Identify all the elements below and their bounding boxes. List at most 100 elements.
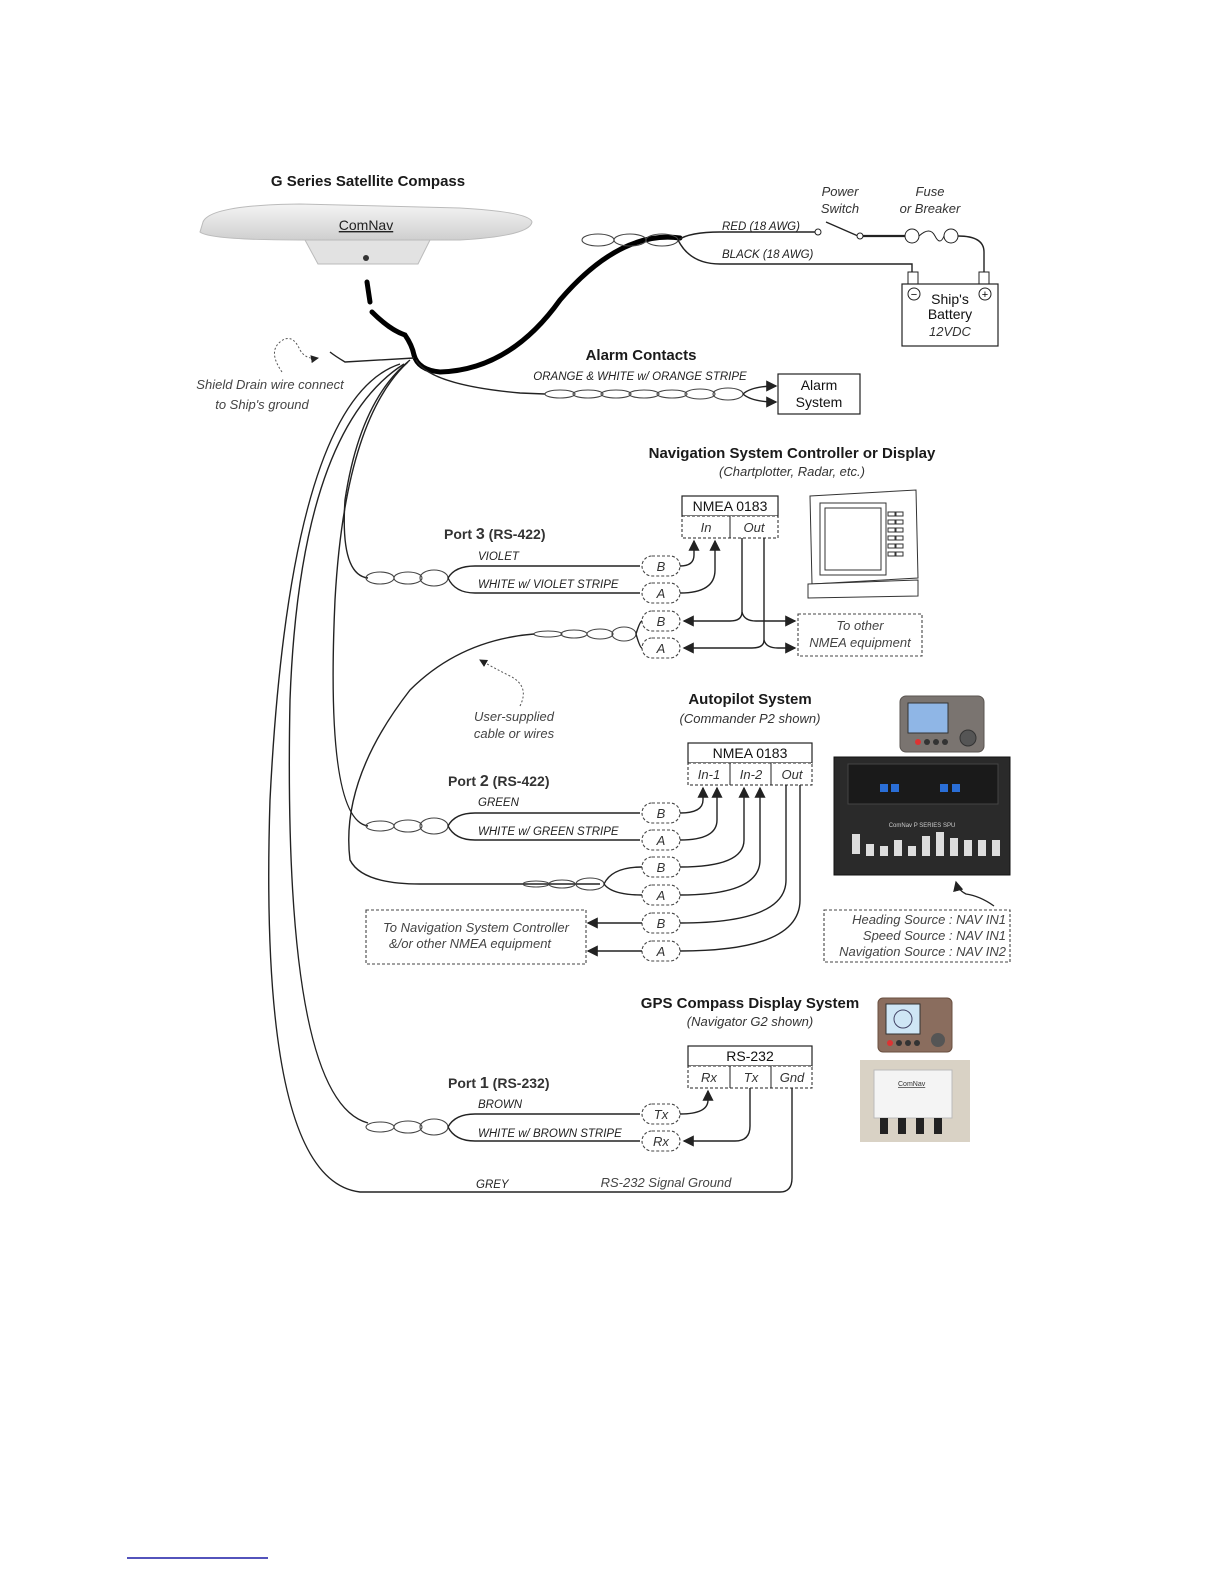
compass-dome <box>199 203 533 241</box>
junction-box-image: ComNav <box>860 1060 970 1142</box>
svg-text:ComNav P SERIES SPU: ComNav P SERIES SPU <box>889 823 956 829</box>
port1-label: Port 1 (RS-232) <box>448 1075 549 1092</box>
autopilot-section: Autopilot System (Commander P2 shown) NM… <box>680 691 1011 963</box>
power-switch-label-2: Switch <box>821 201 859 216</box>
port2-pin-a: A <box>656 833 666 848</box>
shield-drain-wire <box>329 351 415 363</box>
speed-source: Speed Source : NAV IN1 <box>863 928 1006 943</box>
nav-nmea-label: NMEA 0183 <box>693 498 768 514</box>
port2-label: Port 2 (RS-422) <box>448 773 549 790</box>
to-other-line-1: To other <box>836 618 884 633</box>
user-supplied-line-1: User-supplied <box>474 709 555 724</box>
fanout-wires <box>268 359 793 1193</box>
user-supplied-note: User-supplied cable or wires <box>474 659 555 741</box>
to-other-nmea-box <box>797 613 923 657</box>
to-nav-line-1: To Navigation System Controller <box>383 920 570 935</box>
port3-wire-2: WHITE w/ VIOLET STRIPE <box>478 579 619 591</box>
autopilot-subtitle: (Commander P2 shown) <box>680 711 821 726</box>
grey-wire-label: GREY <box>476 1179 510 1191</box>
gps-display-section: GPS Compass Display System (Navigator G2… <box>641 995 970 1142</box>
battery-label-1: Ship's <box>931 291 969 307</box>
out-pin-b: B <box>657 916 666 931</box>
negative-terminal-icon <box>907 287 921 301</box>
compass-connector <box>363 255 369 261</box>
rs232-tx-label: Tx <box>744 1070 759 1085</box>
rs232-label: RS-232 <box>726 1048 774 1064</box>
port1-pin-tx: Tx <box>654 1107 669 1122</box>
shield-note-line-1: Shield Drain wire connect <box>196 377 345 392</box>
autopilot-spu-image: ComNav P SERIES SPU <box>833 756 1011 876</box>
shield-note-line-2: to Ship's ground <box>215 397 309 412</box>
port-1: Port 1 (RS-232) BROWN WHITE w/ BROWN STR… <box>365 1075 751 1191</box>
battery-label-3: 12VDC <box>929 324 972 339</box>
alarm-box-line-2: System <box>796 394 843 410</box>
port1-pin-rx: Rx <box>653 1134 669 1149</box>
alarm-wire-label: ORANGE & WHITE w/ ORANGE STRIPE <box>533 371 747 383</box>
autopilot-out-label: Out <box>782 767 804 782</box>
gps-display-title: GPS Compass Display System <box>641 995 859 1012</box>
nav-title: Navigation System Controller or Display <box>649 445 936 462</box>
nav-sources-box <box>823 909 1011 963</box>
navigation-source: Navigation Source : NAV IN2 <box>839 944 1007 959</box>
in2-pin-b: B <box>657 860 666 875</box>
nav-out-label: Out <box>744 520 766 535</box>
red-wire-label: RED (18 AWG) <box>722 221 800 233</box>
fuse-label-2: or Breaker <box>900 201 961 216</box>
compass-base <box>304 239 431 265</box>
svg-text:−: − <box>911 289 917 301</box>
port1-wire-1: BROWN <box>478 1099 523 1111</box>
port3-pin-a: A <box>656 586 666 601</box>
nav-in-label: In <box>701 520 712 535</box>
black-wire-label: BLACK (18 AWG) <box>722 249 814 261</box>
to-nav-controller-box <box>365 909 587 965</box>
user-supplied-cable <box>348 633 600 885</box>
gps-display-subtitle: (Navigator G2 shown) <box>687 1014 813 1029</box>
autopilot-nmea-label: NMEA 0183 <box>713 745 788 761</box>
positive-terminal-icon <box>978 287 992 301</box>
port3-label: Port 3 (RS-422) <box>444 526 545 543</box>
to-nav-line-2: &/or other NMEA equipment <box>389 936 552 951</box>
nav-system-section: Navigation System Controller or Display … <box>649 445 936 657</box>
to-other-line-2: NMEA equipment <box>809 635 912 650</box>
power-twisted-pair: RED (18 AWG) BLACK (18 AWG) Power Switch… <box>581 184 990 285</box>
rs232-gnd-label: Gnd <box>780 1070 805 1085</box>
alarm-title: Alarm Contacts <box>586 347 697 364</box>
rs232-rx-label: Rx <box>701 1070 717 1085</box>
heading-source: Heading Source : NAV IN1 <box>852 912 1006 927</box>
port3-wire-1: VIOLET <box>478 551 520 563</box>
port2-pin-b: B <box>657 806 666 821</box>
shield-drain-note: Shield Drain wire connect to Ship's grou… <box>196 337 345 412</box>
autopilot-in1-label: In-1 <box>698 767 720 782</box>
out-pin-a: A <box>656 944 666 959</box>
port2-wire-2: WHITE w/ GREEN STRIPE <box>478 826 619 838</box>
compass-brand: ComNav <box>339 217 393 233</box>
autopilot-in2-label: In-2 <box>740 767 763 782</box>
user-supplied-line-2: cable or wires <box>474 726 555 741</box>
svg-text:ComNav: ComNav <box>898 1081 926 1088</box>
nav-out-pin-a: A <box>656 641 666 656</box>
svg-text:+: + <box>982 289 988 301</box>
chartplotter-icon <box>807 489 919 599</box>
nav-out-pin-b: B <box>657 614 666 629</box>
port-3: Port 3 (RS-422) VIOLET WHITE w/ VIOLET S… <box>348 526 797 885</box>
compass-title: G Series Satellite Compass <box>271 173 465 190</box>
autopilot-control-head-image <box>899 695 985 753</box>
battery-label-2: Battery <box>928 306 972 322</box>
port1-wire-2: WHITE w/ BROWN STRIPE <box>478 1128 622 1140</box>
navigator-g2-image <box>877 997 953 1053</box>
nav-subtitle: (Chartplotter, Radar, etc.) <box>719 464 865 479</box>
alarm-system-box <box>777 373 861 415</box>
satellite-compass: G Series Satellite Compass ComNav <box>199 173 533 265</box>
power-switch-label-1: Power <box>822 184 860 199</box>
in2-pin-a: A <box>656 888 666 903</box>
alarm-section: Alarm Contacts ORANGE & WHITE w/ ORANGE … <box>533 347 861 415</box>
autopilot-title: Autopilot System <box>688 691 811 708</box>
port2-wire-1: GREEN <box>478 797 520 809</box>
alarm-box-line-1: Alarm <box>801 377 838 393</box>
fuse-label-1: Fuse <box>916 184 945 199</box>
ships-battery: − + Ship's Battery 12VDC <box>901 283 999 347</box>
dotted-pointer <box>274 337 319 373</box>
signal-ground-label: RS-232 Signal Ground <box>601 1175 733 1190</box>
port-2: Port 2 (RS-422) GREEN WHITE w/ GREEN STR… <box>365 773 801 965</box>
